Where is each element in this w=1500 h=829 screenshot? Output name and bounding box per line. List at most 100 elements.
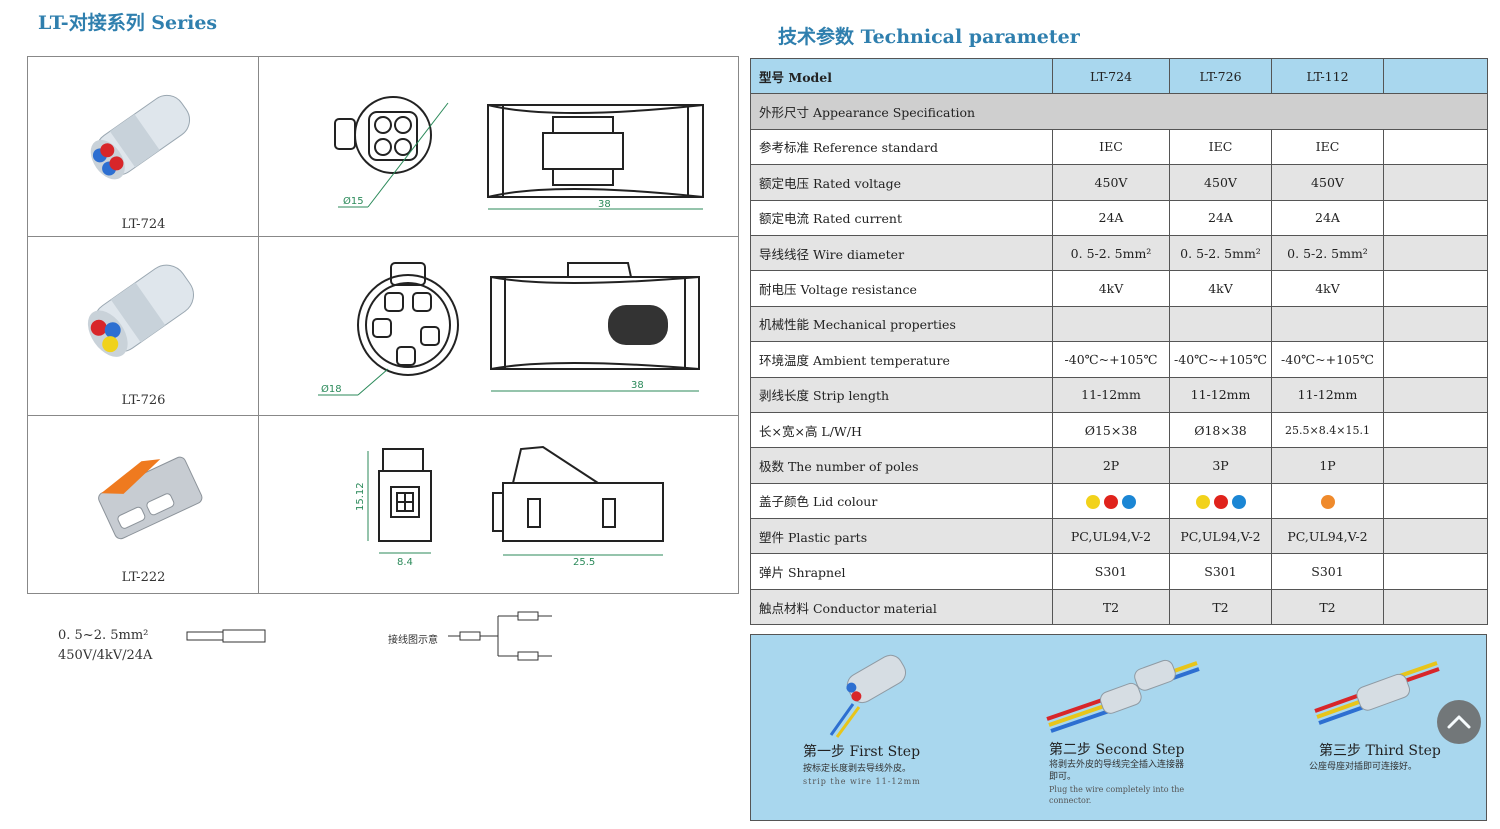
row-label: 参考标准 Reference standard: [750, 128, 1053, 166]
table-cell: 2P: [1052, 447, 1170, 484]
table-row: 环境温度 Ambient temperature -40℃~+105℃ -40℃…: [750, 341, 1488, 378]
lid-colour-dot: [1195, 494, 1210, 509]
step-2-illustration: [1046, 659, 1200, 733]
spec-note-rating: 450V/4kV/24A: [58, 648, 153, 663]
table-row: 参考标准 Reference standard IEC IEC IEC: [750, 128, 1488, 166]
dimension-diameter: Ø15: [343, 195, 364, 207]
header-label: 型号 Model: [750, 57, 1053, 95]
installation-steps-panel: 第一步 First Step 按标定长度剥去导线外皮。 strip the wi…: [750, 634, 1487, 821]
table-cell: 4kV: [1052, 270, 1170, 307]
header-col: LT-112: [1271, 57, 1384, 95]
table-cell: T2: [1169, 588, 1272, 626]
spec-note: 0. 5~2. 5mm² 450V/4kV/24A: [58, 626, 152, 666]
step-2-cn: 将剥去外皮的导线完全插入连接器即可。: [1049, 760, 1185, 782]
table-row: 长×宽×高 L/W/H Ø15×38 Ø18×38 25.5×8.4×15.1: [750, 411, 1488, 449]
section-label: 外形尺寸 Appearance Specification: [750, 93, 1488, 130]
product-row-lt726: LT-726 Ø18 38: [28, 237, 738, 416]
step-3-illustration: [1314, 661, 1440, 725]
table-cell: [1383, 411, 1488, 449]
table-cell: [1383, 518, 1488, 555]
dimension-length: 38: [598, 199, 611, 210]
dimension-diameter: Ø18: [321, 383, 342, 395]
lt726-photo: [87, 264, 194, 357]
product-label: LT-724: [121, 217, 166, 232]
wiring-diagram: [448, 611, 552, 661]
technical-parameter-table: 型号 Model LT-724 LT-726 LT-112 外形尺寸 Appea…: [750, 57, 1488, 626]
table-cell: [1383, 305, 1488, 343]
product-photo-cell: LT-726: [28, 237, 259, 415]
stripped-wire-icon: [186, 629, 266, 643]
lt724-drawing: Ø15 38: [334, 96, 704, 210]
table-cell: S301: [1052, 553, 1170, 590]
table-cell: PC,UL94,V-2: [1169, 518, 1272, 555]
table-cell: IEC: [1052, 128, 1170, 166]
row-label: 额定电流 Rated current: [750, 199, 1053, 236]
table-cell: 25.5×8.4×15.1: [1271, 411, 1384, 449]
series-title: LT-对接系列 Series: [38, 12, 218, 34]
dimension-length: 38: [631, 380, 644, 391]
table-cell: 0. 5-2. 5mm²: [1169, 234, 1272, 272]
table-cell: [1383, 234, 1488, 272]
table-row: 外形尺寸 Appearance Specification: [750, 93, 1488, 130]
row-label: 剥线长度 Strip length: [750, 376, 1053, 413]
row-label: 机械性能 Mechanical properties: [750, 305, 1053, 343]
table-cell: [1383, 447, 1488, 484]
table-cell: 0. 5-2. 5mm²: [1052, 234, 1170, 272]
table-cell: 24A: [1271, 199, 1384, 236]
table-cell: [1052, 305, 1170, 343]
table-cell: 24A: [1169, 199, 1272, 236]
step-2-en: Plug the wire completely into the connec…: [1049, 785, 1185, 805]
table-cell: PC,UL94,V-2: [1052, 518, 1170, 555]
lid-colour-dot: [1122, 494, 1136, 509]
table-cell: T2: [1052, 588, 1170, 626]
table-header-row: 型号 Model LT-724 LT-726 LT-112: [750, 57, 1488, 95]
row-label: 导线线径 Wire diameter: [750, 234, 1053, 272]
table-row: 导线线径 Wire diameter 0. 5-2. 5mm² 0. 5-2. …: [750, 234, 1488, 272]
technical-parameter-title: 技术参数 Technical parameter: [778, 26, 1080, 48]
product-table: LT-724 Ø15 38: [27, 56, 739, 594]
table-cell: Ø15×38: [1052, 411, 1170, 449]
table-row: 塑件 Plastic parts PC,UL94,V-2 PC,UL94,V-2…: [750, 518, 1488, 555]
header-col: LT-726: [1169, 57, 1272, 95]
lid-colour-swatches: [1169, 482, 1272, 520]
table-cell: [1383, 376, 1488, 413]
table-cell: IEC: [1271, 128, 1384, 166]
row-label: 塑件 Plastic parts: [750, 518, 1053, 555]
header-col: [1383, 57, 1488, 95]
table-cell: [1383, 588, 1488, 626]
lt724-photo: [90, 94, 191, 180]
wiring-diagram-label: 接线图示意: [388, 635, 438, 646]
lid-colour-dot: [1213, 494, 1228, 509]
dimension-height: 15.12: [355, 482, 366, 511]
table-cell: -40℃~+105℃: [1052, 341, 1170, 378]
product-photo-cell: LT-724: [28, 57, 259, 236]
table-cell: PC,UL94,V-2: [1271, 518, 1384, 555]
table-cell: 4kV: [1169, 270, 1272, 307]
lid-colour-dot: [1104, 494, 1118, 509]
spec-note-wire: 0. 5~2. 5mm²: [58, 628, 149, 643]
row-label: 触点材料 Conductor material: [750, 588, 1053, 626]
table-cell: 3P: [1169, 447, 1272, 484]
step-3-title: 第三步 Third Step: [1319, 743, 1441, 759]
row-label: 盖子颜色 Lid colour: [750, 482, 1053, 520]
step-1-illustration: [829, 654, 907, 738]
row-label: 额定电压 Rated voltage: [750, 164, 1053, 201]
table-cell: 11-12mm: [1052, 376, 1170, 413]
product-row-lt724: LT-724 Ø15 38: [28, 57, 738, 237]
table-cell: T2: [1271, 588, 1384, 626]
header-col: LT-724: [1052, 57, 1170, 95]
table-row: 弹片 Shrapnel S301 S301 S301: [750, 553, 1488, 590]
table-cell: [1383, 482, 1488, 520]
table-cell: [1271, 305, 1384, 343]
table-cell: S301: [1271, 553, 1384, 590]
table-row: 触点材料 Conductor material T2 T2 T2: [750, 588, 1488, 626]
table-cell: Ø18×38: [1169, 411, 1272, 449]
step-1-title: 第一步 First Step: [803, 744, 921, 760]
scroll-to-top-button[interactable]: [1437, 700, 1481, 744]
lid-colour-dot: [1231, 494, 1246, 509]
row-label: 长×宽×高 L/W/H: [750, 411, 1053, 449]
table-cell: 450V: [1271, 164, 1384, 201]
table-row: 剥线长度 Strip length 11-12mm 11-12mm 11-12m…: [750, 376, 1488, 413]
product-row-lt222: LT-222 15.12 8.4 25.5: [28, 416, 738, 593]
lid-colour-dot: [1320, 494, 1335, 509]
